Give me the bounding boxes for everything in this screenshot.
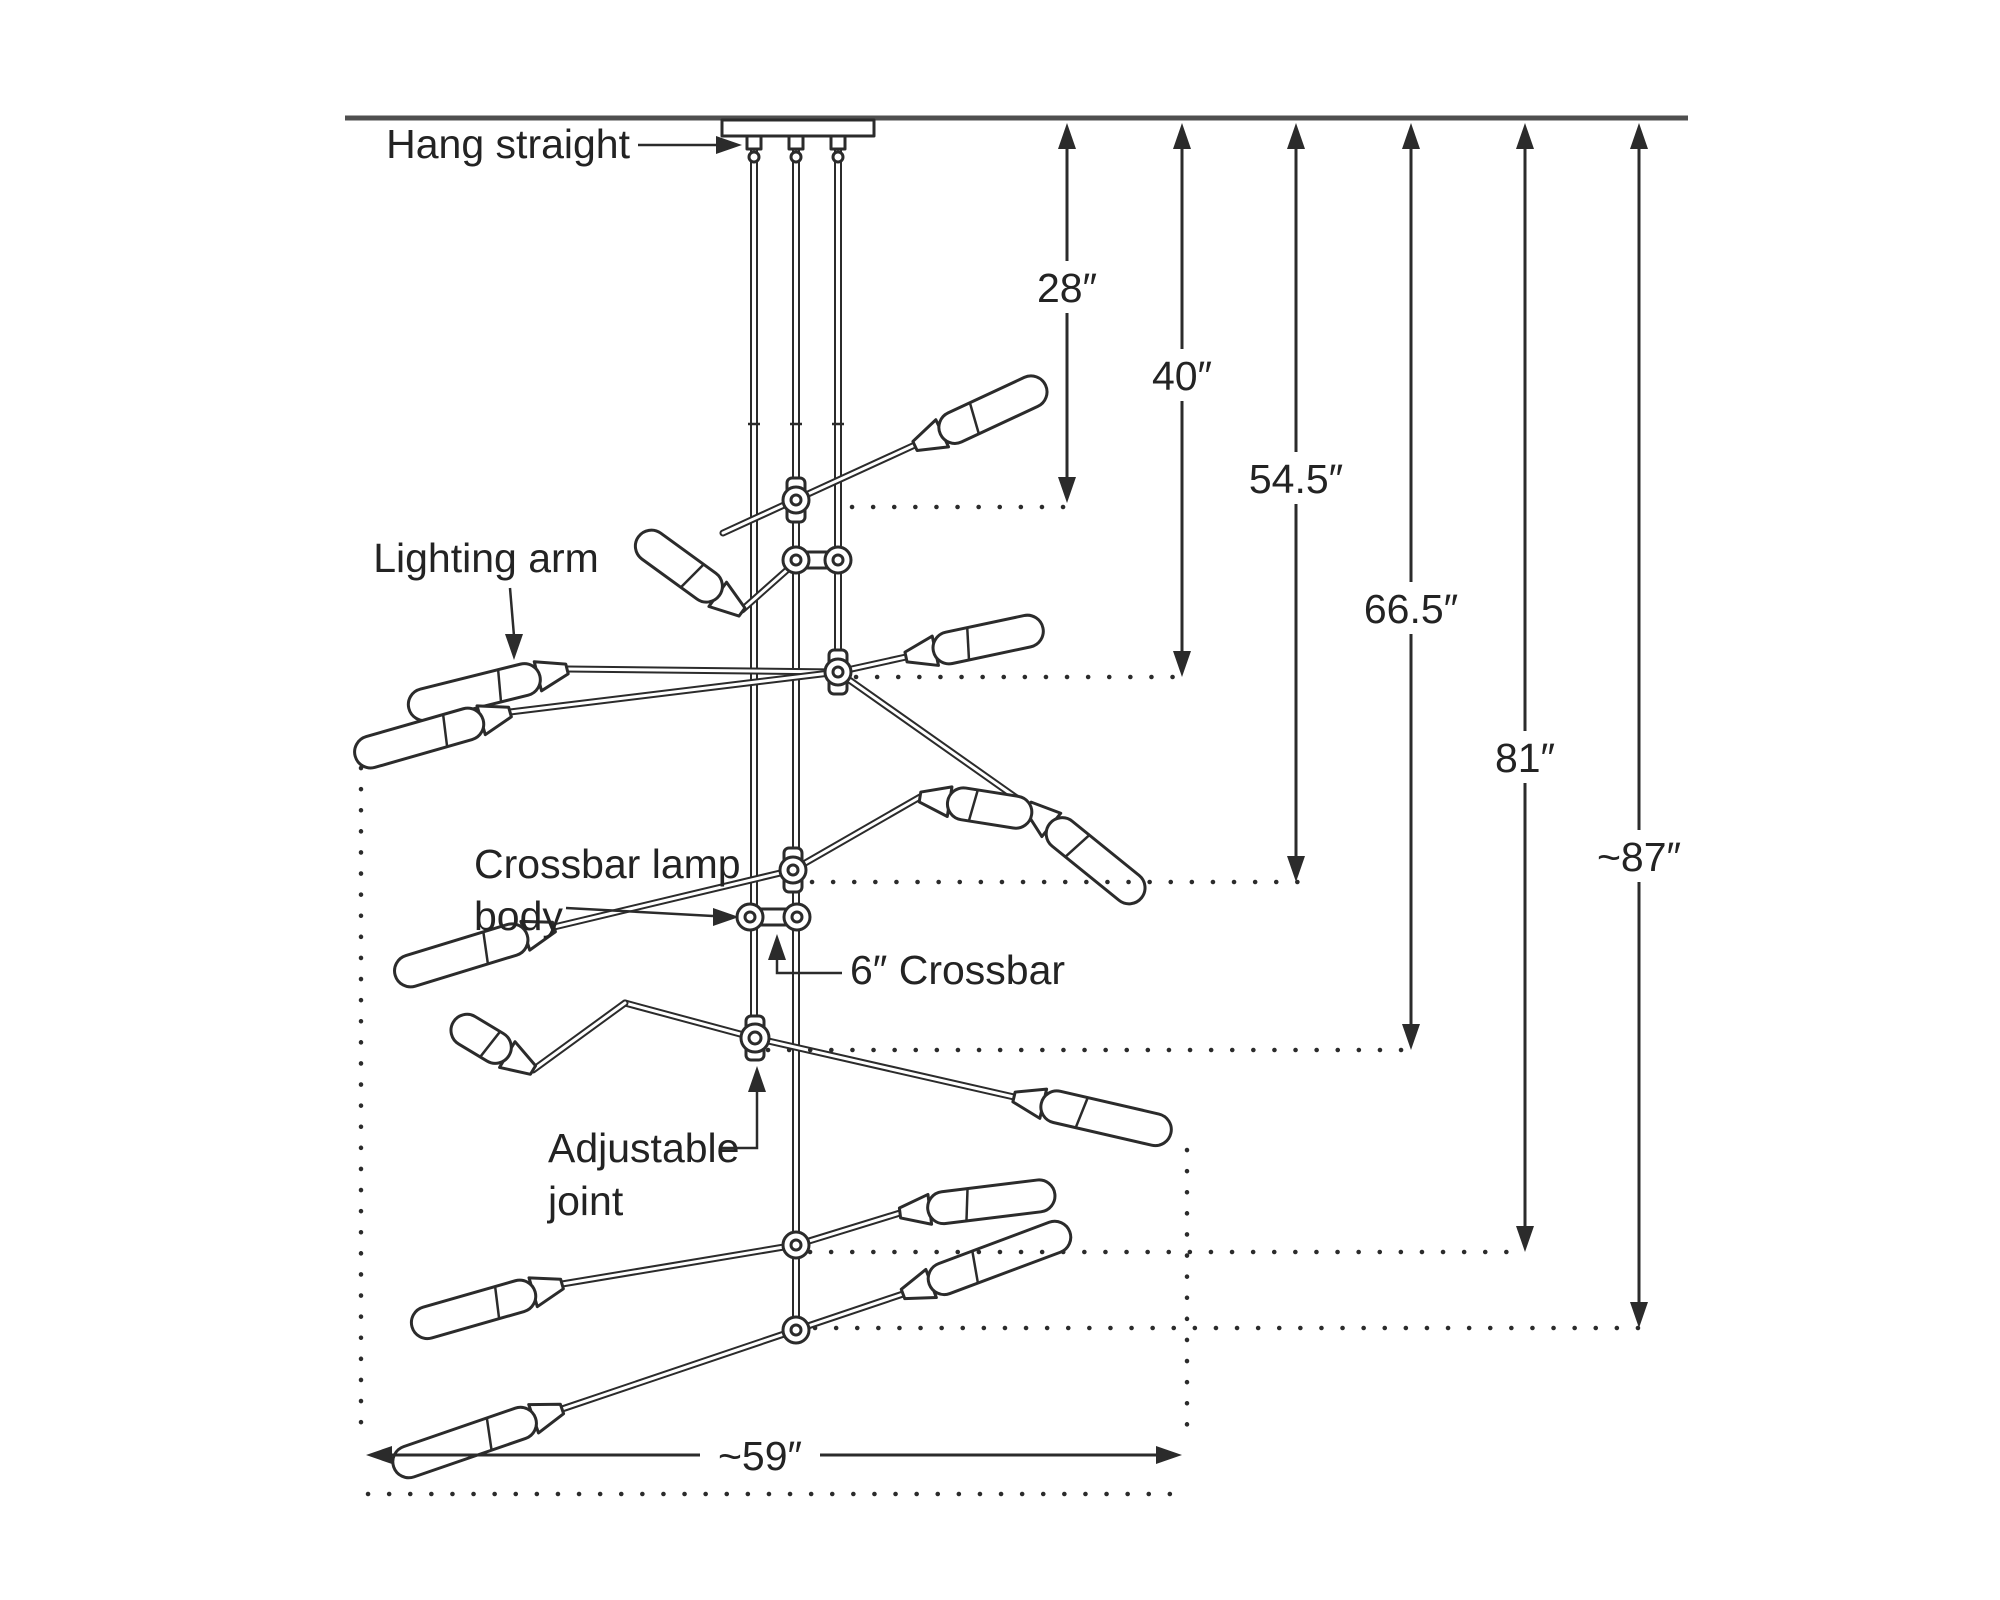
joints-and-crossbars <box>735 476 853 1345</box>
lamp-head <box>911 374 1049 453</box>
leader-arrow-icon <box>768 934 786 960</box>
hang-straight-nut <box>831 150 845 164</box>
dimension-label-87in: ~87″ <box>1597 834 1681 880</box>
hang-straight-nut <box>747 150 761 164</box>
dimension-59in-width: ~59″ <box>366 1433 1182 1479</box>
dimension-label-40in: 40″ <box>1152 353 1212 399</box>
six-inch-crossbar-label: 6″ Crossbar <box>850 947 1065 993</box>
six-inch-crossbar-bar <box>759 907 788 927</box>
adjustable-joint-label-line2: joint <box>547 1178 624 1224</box>
lamp-head <box>353 704 513 770</box>
hang-straight-nut <box>789 150 803 164</box>
leader-arrow-icon <box>505 634 523 660</box>
leader-arrow-icon <box>748 1066 766 1092</box>
lamp-head <box>1023 800 1147 906</box>
lamp-head <box>393 919 557 989</box>
label-hang-straight: Hang straight <box>386 121 742 167</box>
lamp-head <box>633 528 747 618</box>
dimension-label-28in: 28″ <box>1037 265 1097 311</box>
ceiling-canopy <box>720 118 876 138</box>
lamp-head <box>449 1012 538 1076</box>
lighting-arm-label: Lighting arm <box>373 535 599 581</box>
lamp-head <box>903 613 1045 667</box>
dotted-reference-lines <box>358 504 1644 1497</box>
dimension-54-5in: 54.5″ <box>1226 123 1366 882</box>
dimension-label-54-5in: 54.5″ <box>1249 456 1343 502</box>
label-six-inch-crossbar: 6″ Crossbar <box>768 934 1065 993</box>
dimension-label-81in: 81″ <box>1495 735 1555 781</box>
dimension-87in: ~87″ <box>1569 123 1709 1328</box>
crossbar-lamp-body-label-line2: body <box>474 893 563 939</box>
dimension-81in: 81″ <box>1470 123 1580 1252</box>
lamp-heads <box>353 374 1173 1480</box>
lamp-head <box>1011 1087 1173 1148</box>
dimension-label-59in: ~59″ <box>718 1433 802 1479</box>
hang-straight-collar <box>745 134 763 151</box>
leader-arrow-icon <box>716 136 742 154</box>
canopy-plate <box>720 118 876 138</box>
hang-straight-label: Hang straight <box>386 121 630 167</box>
hang-straight-rods <box>745 134 847 1330</box>
lamp-head <box>391 1402 566 1480</box>
label-lighting-arm: Lighting arm <box>373 535 599 660</box>
adjustable-joint-label-line1: Adjustable <box>548 1125 739 1171</box>
dimension-66-5in: 66.5″ <box>1341 123 1481 1050</box>
lighting-arms <box>506 440 1032 1413</box>
lamp-head <box>899 1219 1073 1301</box>
dimension-28in: 28″ <box>1012 123 1122 503</box>
dimension-40in: 40″ <box>1127 123 1237 677</box>
leader-arrow-icon <box>713 908 739 926</box>
hang-straight-collar <box>829 134 847 151</box>
label-adjustable-joint: Adjustable joint <box>547 1066 766 1224</box>
dimension-label-66-5in: 66.5″ <box>1364 586 1458 632</box>
hang-straight-collar <box>787 134 805 151</box>
crossbar-lamp-body-label-line1: Crossbar lamp <box>474 841 741 887</box>
lamp-head <box>409 1276 565 1341</box>
lamp-head <box>917 785 1034 830</box>
label-crossbar-lamp-body: Crossbar lamp body <box>474 841 741 939</box>
lamp-head <box>897 1178 1057 1226</box>
